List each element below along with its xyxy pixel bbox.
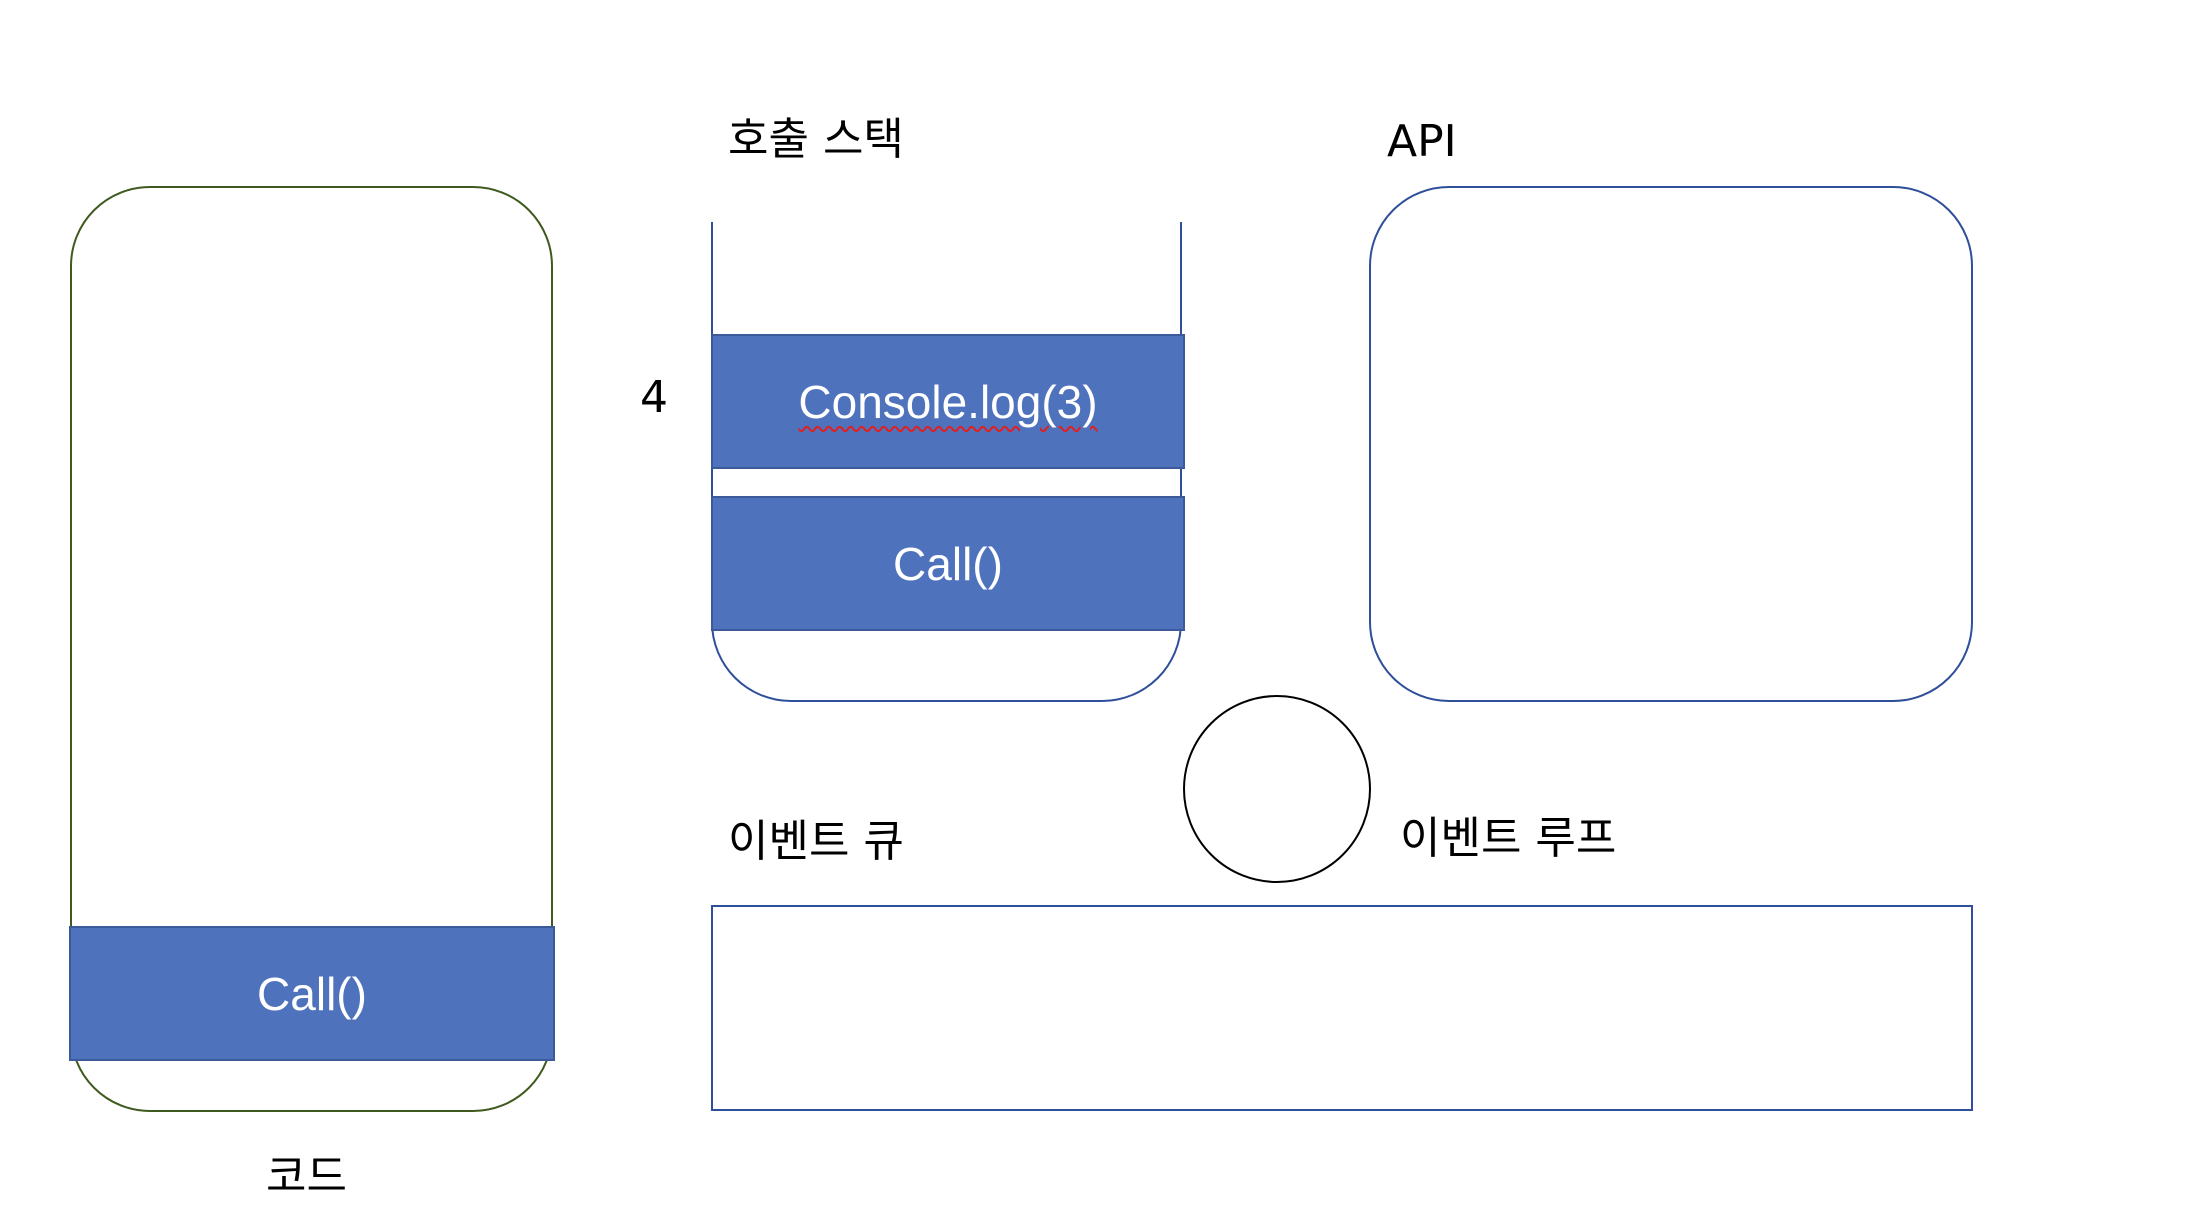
api-container	[1369, 186, 1973, 702]
event-queue-title: 이벤트 큐	[728, 816, 904, 867]
event-loop-circle	[1183, 695, 1371, 883]
code-panel	[70, 186, 553, 1112]
stack-call-label: Call()	[893, 537, 1003, 590]
step-number: 4	[640, 372, 668, 423]
code-call-block: Call()	[69, 926, 555, 1061]
call-stack-title: 호출 스택	[728, 114, 904, 165]
code-title: 코드	[266, 1151, 347, 1202]
api-title: API	[1387, 116, 1457, 167]
code-call-label: Call()	[257, 967, 367, 1020]
event-loop-title: 이벤트 루프	[1400, 813, 1617, 864]
stack-console-log-label: Console.log(3)	[798, 375, 1098, 428]
event-queue-container	[711, 905, 1973, 1111]
stack-call-block: Call()	[711, 496, 1185, 631]
stack-console-log-block: Console.log(3)	[711, 334, 1185, 469]
